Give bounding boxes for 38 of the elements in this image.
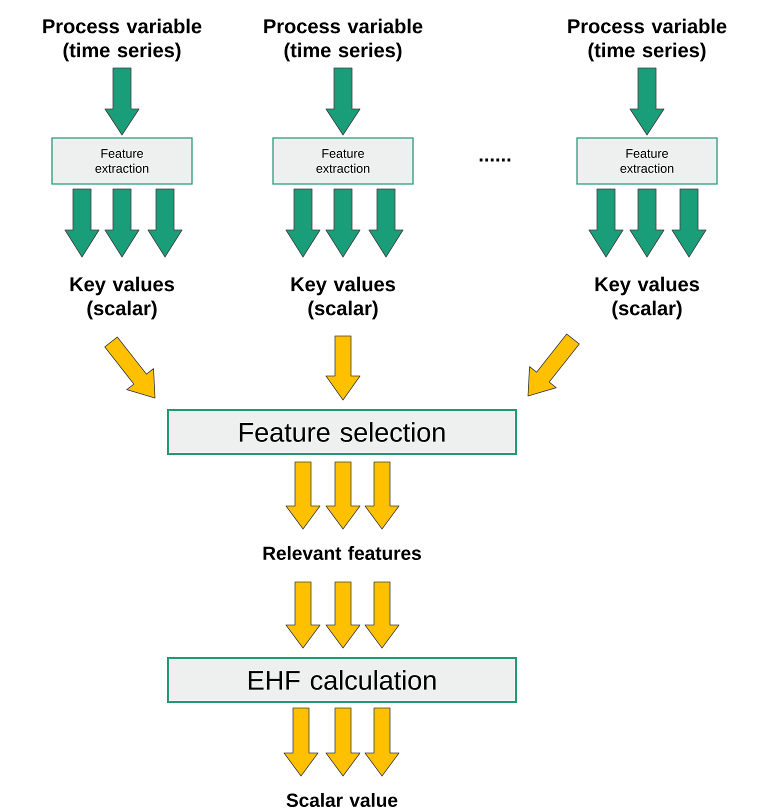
process-box: Feature extraction xyxy=(576,137,718,185)
block-arrow xyxy=(326,68,360,136)
block-arrow xyxy=(284,708,318,776)
block-arrow xyxy=(326,188,360,258)
block-arrow xyxy=(630,68,664,136)
caption-text: Scalar value xyxy=(286,793,398,807)
block-arrow xyxy=(368,188,404,258)
block-arrow xyxy=(104,68,140,136)
ellipsis: ...... xyxy=(480,158,510,162)
block-arrow xyxy=(64,188,100,258)
caption-text: Process variable (time series) xyxy=(43,18,202,62)
block-arrow xyxy=(104,188,140,258)
process-box: Feature selection xyxy=(167,409,517,455)
process-box: EHF calculation xyxy=(167,657,517,703)
block-arrow xyxy=(364,708,400,776)
caption-text: Relevant features xyxy=(264,546,421,560)
caption-text: Process variable (time series) xyxy=(568,18,726,62)
block-arrow xyxy=(104,336,156,398)
caption-text: Key values (scalar) xyxy=(596,276,699,320)
block-arrow xyxy=(148,188,182,258)
block-arrow xyxy=(326,336,360,400)
block-arrow xyxy=(286,462,320,530)
block-arrow xyxy=(364,582,400,648)
block-arrow xyxy=(630,188,664,258)
block-arrow xyxy=(588,188,624,258)
block-arrow xyxy=(364,462,400,530)
block-arrow xyxy=(326,582,360,648)
process-box: Feature extraction xyxy=(51,137,193,185)
process-box: Feature extraction xyxy=(272,137,414,185)
block-arrow xyxy=(286,188,320,258)
block-arrow xyxy=(326,708,360,776)
block-arrow xyxy=(326,462,360,530)
block-arrow xyxy=(286,582,320,648)
caption-text: Process variable (time series) xyxy=(264,18,422,62)
caption-text: Key values (scalar) xyxy=(292,276,395,320)
block-arrow xyxy=(528,334,580,396)
caption-text: Key values (scalar) xyxy=(70,276,174,320)
block-arrow xyxy=(672,188,706,258)
